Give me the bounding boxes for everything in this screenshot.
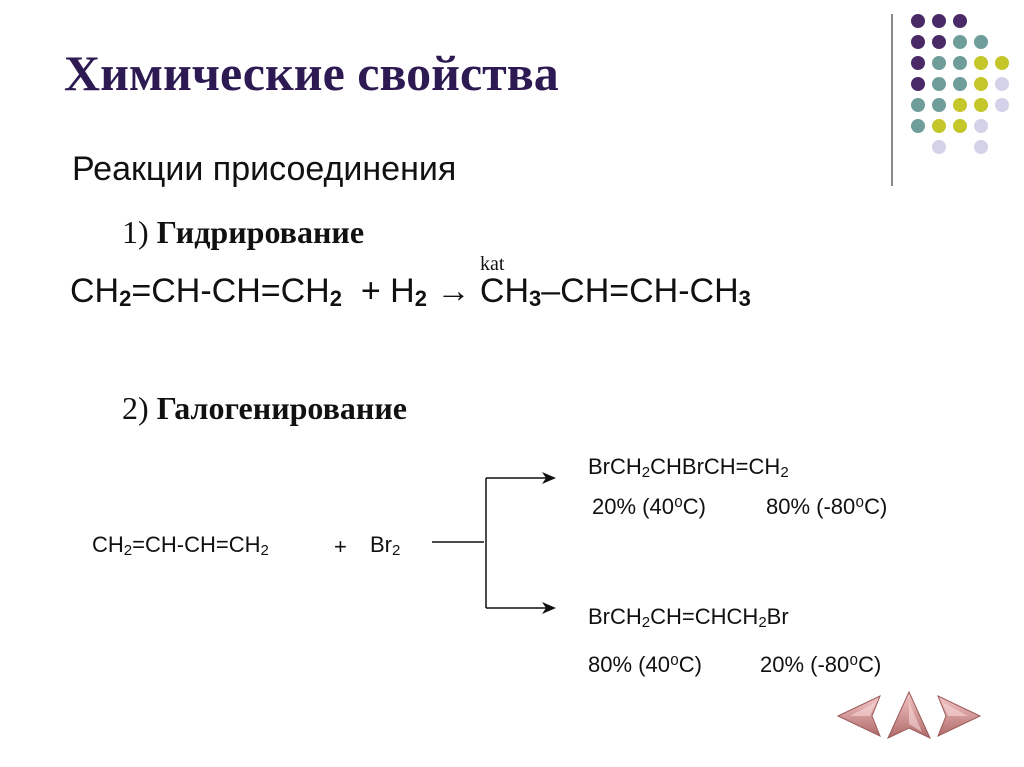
arrow-right-icon[interactable] [936,692,982,740]
dot [953,98,967,112]
formula-subscript: 3 [529,286,542,311]
formula-part: BrCH [588,604,642,629]
formula-part: CH=CHCH [650,604,759,629]
dot [995,56,1009,70]
formula-part: BrCH [588,454,642,479]
section-number: 2) [122,390,149,426]
dot [995,77,1009,91]
dot [953,35,967,49]
formula-part: =CH-CH=CH [132,532,261,557]
formula-part: =CH-CH=CH [131,272,330,310]
halogenation-product-2: BrCH2CH=CHCH2Br [588,604,789,631]
dot [974,119,988,133]
dot [932,119,946,133]
formula-part: Br [370,532,392,557]
formula-subscript: 3 [738,286,751,311]
formula-part: + H [360,272,415,310]
branching-arrow [432,472,556,614]
hydrogenation-equation: CH2=CH-CH=CH2 + H2 → CH3–CH=CH-CH3 [70,272,751,312]
dot [974,140,988,154]
formula-part: CH [70,272,120,310]
slide-navigation [836,690,982,742]
formula-subscript: 2 [329,286,342,311]
decorative-vertical-line [891,14,893,186]
section-heading-hydrogenation: 1) Гидрирование [122,214,364,251]
product-2-yield-minus80c: 20% (-80⁰С) [760,652,882,677]
dot [974,56,988,70]
product-1-yield-minus80c: 80% (-80⁰С) [766,494,888,519]
dot [974,35,988,49]
slide-subtitle: Реакции присоединения [72,150,457,188]
dot [932,14,946,28]
dot [974,77,988,91]
section-name: Галогенирование [156,390,407,426]
product-2-yield-40c: 80% (40⁰С) [588,652,702,677]
dot [932,35,946,49]
dot [953,14,967,28]
section-name: Гидрирование [156,214,365,250]
formula-subscript: 2 [758,614,767,631]
formula-subscript: 2 [780,464,789,481]
formula-part: CHBrCH=CH [650,454,781,479]
dot [932,140,946,154]
formula-subscript: 2 [641,614,651,631]
slide-title: Химические свойства [64,45,559,101]
dot [911,98,925,112]
formula-part: Br [766,604,789,629]
formula-part: CH [92,532,124,557]
dot [911,56,925,70]
formula-part: –CH=CH-CH [541,272,739,310]
halogenation-product-1: BrCH2CHBrCH=CH2 [588,454,789,481]
halogenation-plus: + [334,534,347,559]
dot [911,35,925,49]
dot [953,77,967,91]
arrow-up-icon[interactable] [886,690,932,742]
dot [953,119,967,133]
formula-subscript: 2 [119,286,132,311]
dot [932,56,946,70]
reaction-arrow: → [436,272,471,310]
formula-subscript: 2 [414,286,427,311]
dot [932,77,946,91]
formula-subscript: 2 [392,542,401,559]
dot [995,98,1009,112]
dot [974,98,988,112]
catalyst-label: kat [480,253,505,275]
dot [911,77,925,91]
dot [953,56,967,70]
halogenation-reactant: CH2=CH-CH=CH2 [92,532,269,559]
dot [932,98,946,112]
section-heading-halogenation: 2) Галогенирование [122,390,407,427]
arrow-left-icon[interactable] [836,692,882,740]
halogenation-reagent: Br2 [370,532,400,559]
section-number: 1) [122,214,149,250]
dot [911,119,925,133]
formula-part: CH [479,272,529,310]
formula-subscript: 2 [641,464,651,481]
formula-subscript: 2 [123,542,133,559]
product-1-yield-40c: 20% (40⁰С) [592,494,706,519]
dot [911,14,925,28]
formula-subscript: 2 [260,542,269,559]
decorative-dot-grid [900,10,1024,170]
